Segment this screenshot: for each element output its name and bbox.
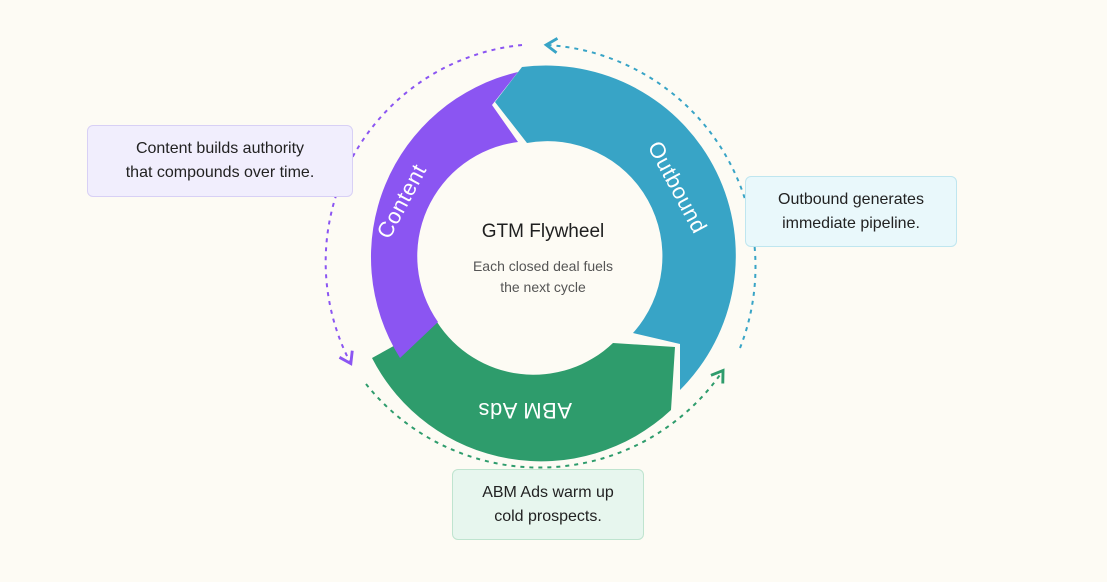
segment-outbound bbox=[495, 65, 736, 390]
outbound-cycle-dashed-arrow bbox=[543, 37, 757, 349]
outbound-callout-line: immediate pipeline. bbox=[782, 214, 920, 232]
abm-callout-line: ABM Ads warm up bbox=[482, 483, 614, 501]
flywheel-title: GTM Flywheel bbox=[481, 221, 605, 242]
flywheel-subtitle-line: Each closed deal fuels bbox=[472, 258, 614, 274]
content-callout: Content builds authority that compounds … bbox=[87, 125, 353, 197]
flywheel-subtitle: Each closed deal fuels the next cycle bbox=[443, 256, 643, 298]
abm-cycle-dashed-arrow bbox=[365, 368, 725, 469]
segment-abm-ads bbox=[372, 322, 675, 462]
flywheel-subtitle-line: the next cycle bbox=[500, 279, 586, 295]
outbound-callout-line: Outbound generates bbox=[778, 190, 924, 208]
segment-label-abm-ads: ABM Ads bbox=[478, 398, 572, 423]
content-callout-line: that compounds over time. bbox=[125, 164, 315, 181]
segment-content bbox=[370, 72, 518, 358]
abm-callout-line: cold prospects. bbox=[494, 507, 602, 525]
content-cycle-dashed-arrow bbox=[324, 44, 523, 366]
outbound-callout: Outbound generates immediate pipeline. bbox=[745, 176, 957, 247]
abm-callout: ABM Ads warm up cold prospects. bbox=[452, 469, 644, 540]
content-callout-line: Content builds authority bbox=[135, 140, 305, 157]
